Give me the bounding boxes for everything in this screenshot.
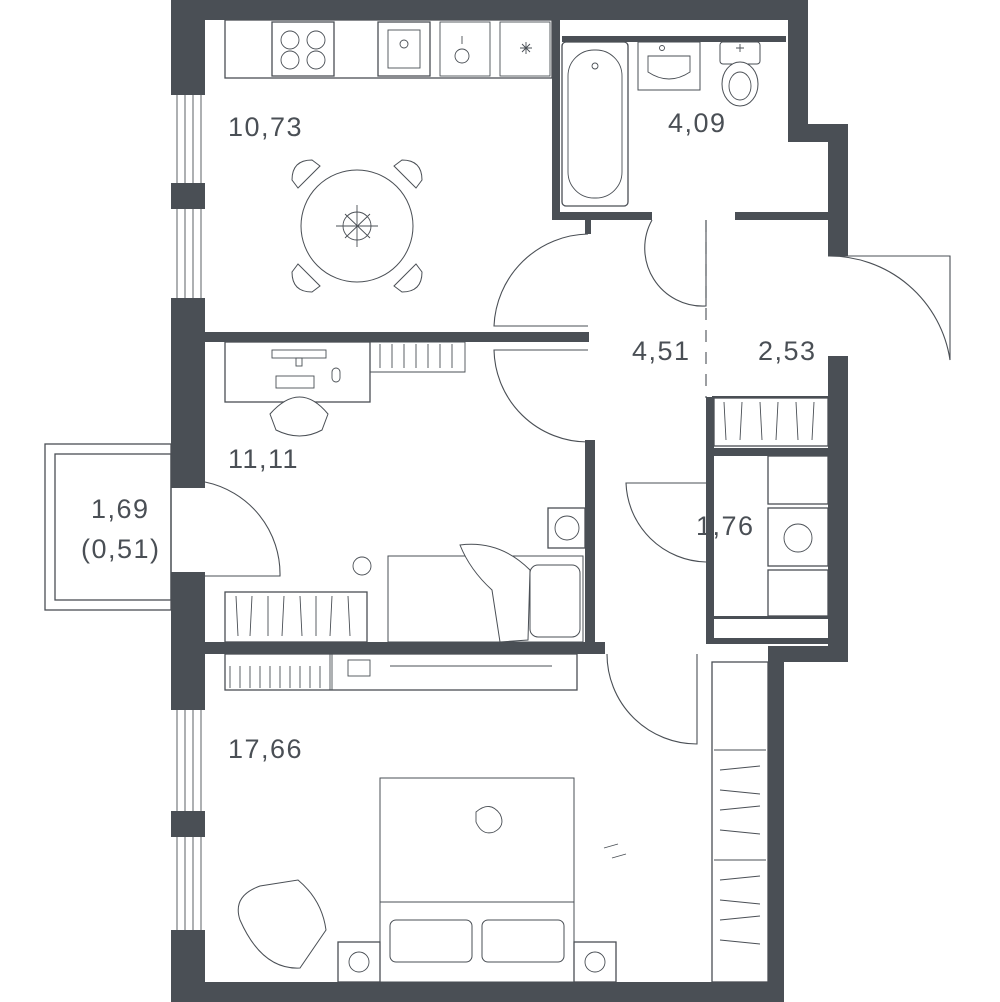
kitchen-furniture — [224, 19, 553, 293]
doors — [204, 219, 951, 745]
bathroom-area-label: 4,09 — [668, 108, 727, 138]
balcony-reduced-area-label: (0,51) — [81, 534, 161, 564]
room-labels: 10,73 4,09 4,51 2,53 11,11 1,69 (0,51) 1… — [81, 108, 817, 764]
bedroom-small-furniture — [224, 341, 586, 643]
balcony-area-label: 1,69 — [91, 494, 150, 524]
entrance-area-label: 2,53 — [758, 336, 817, 366]
master-bedroom-furniture — [224, 653, 769, 983]
hall-area-label: 4,51 — [632, 336, 691, 366]
bedroom-small-area-label: 11,11 — [228, 444, 299, 474]
bedroom-main-area-label: 17,66 — [228, 734, 303, 764]
storage-area-label: 1,76 — [696, 511, 755, 541]
walls — [171, 0, 848, 1002]
kitchen-area-label: 10,73 — [228, 112, 303, 142]
bathroom-fixtures — [561, 41, 761, 207]
balcony — [44, 443, 172, 611]
storage-fixtures — [713, 397, 829, 617]
windows — [176, 95, 202, 930]
